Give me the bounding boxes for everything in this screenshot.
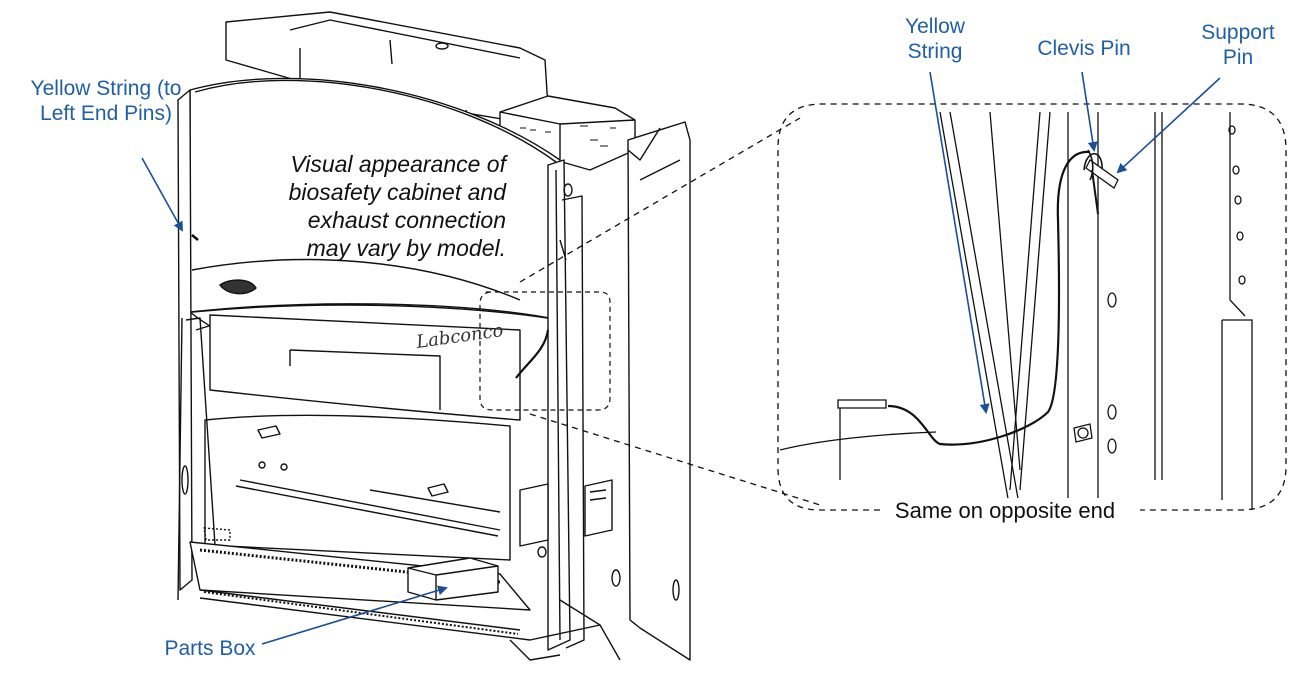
label-clevis-pin: Clevis Pin <box>1037 37 1131 60</box>
note-line: may vary by model. <box>306 235 506 261</box>
arrow-yellow-string-left <box>141 157 183 232</box>
label-line: Yellow String (to <box>30 77 182 100</box>
arrow-support-pin <box>1116 77 1221 174</box>
note-line: exhaust connection <box>307 207 506 233</box>
arrow-yellow-string <box>929 71 990 414</box>
detail-region <box>479 291 611 411</box>
arrow-clevis-pin <box>1081 71 1098 152</box>
label-line: Left End Pins) <box>40 102 172 125</box>
label-line: Yellow <box>905 15 965 38</box>
label-line: Pin <box>1222 46 1254 69</box>
label-parts-box: Parts Box <box>164 637 256 660</box>
label-line: String <box>907 40 963 63</box>
zoom-detail <box>777 103 1287 511</box>
arrow-parts-box <box>261 585 448 645</box>
label-yellow-string: Yellow String <box>890 14 980 64</box>
callout-arrows <box>141 71 1221 645</box>
model-variation-note: Visual appearance of biosafety cabinet a… <box>216 150 506 262</box>
label-line: Support <box>1201 21 1275 44</box>
zoom-leader-lower <box>529 413 821 506</box>
label-support-pin: Support Pin <box>1188 20 1288 70</box>
biosafety-cabinet <box>177 11 691 661</box>
note-line: biosafety cabinet and <box>288 179 506 205</box>
label-yellow-string-left: Yellow String (to Left End Pins) <box>6 76 206 126</box>
opposite-end-caption: Same on opposite end <box>880 498 1130 524</box>
note-line: Visual appearance of <box>290 151 506 177</box>
